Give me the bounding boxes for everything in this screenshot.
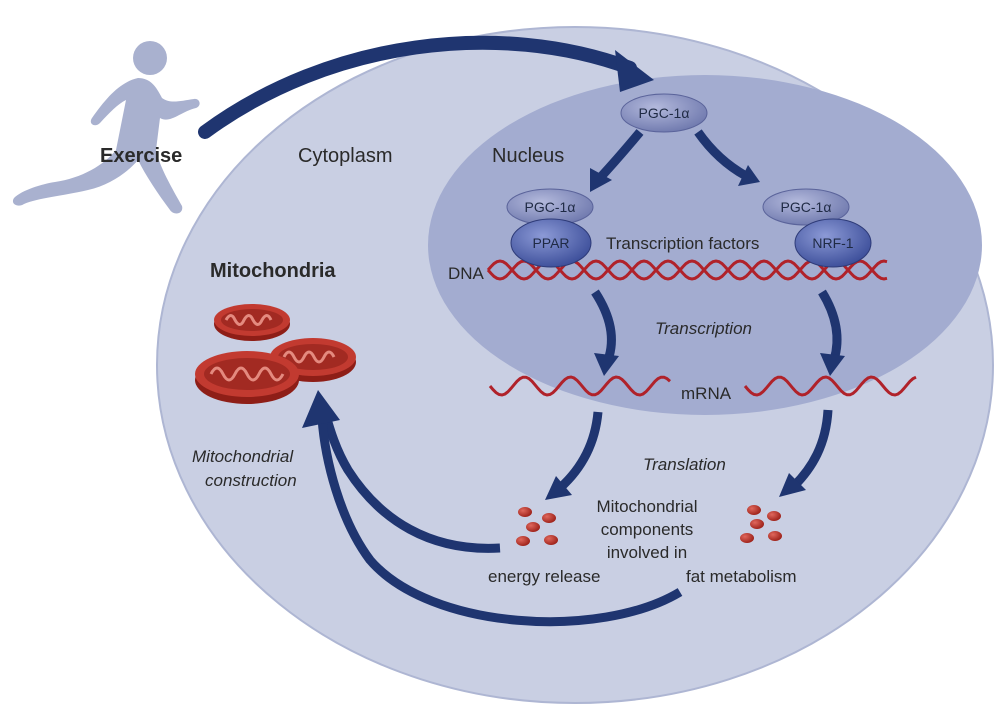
arrowhead-translation-left: [545, 476, 572, 500]
arrow-transcription-right: [818, 289, 842, 362]
arrowhead-pgc-left: [590, 168, 612, 192]
arrowhead-pgc-right: [738, 165, 760, 186]
label-ppar: PPAR: [532, 235, 569, 251]
nucleus-shape: [428, 75, 982, 415]
protein-pgc-top: PGC-1α: [620, 93, 708, 133]
label-dna: DNA: [448, 264, 485, 283]
components-left: [516, 507, 558, 546]
exercise-arrowhead: [615, 50, 654, 92]
label-transcription: Transcription: [655, 319, 752, 338]
mitochondria-icon: [195, 304, 356, 404]
label-components-3: involved in: [607, 543, 687, 562]
runner-icon: [12, 41, 200, 214]
protein-ppar: PPAR: [510, 218, 592, 268]
label-fat-metabolism: fat metabolism: [686, 567, 797, 586]
arrow-translation-left: [556, 411, 603, 492]
label-cytoplasm: Cytoplasm: [298, 145, 392, 167]
label-components-2: components: [601, 520, 694, 539]
label-pgc-left: PGC-1α: [525, 199, 576, 215]
label-nucleus: Nucleus: [492, 145, 564, 167]
label-mito-construction-1: Mitochondrial: [192, 447, 294, 466]
protein-nrf1: NRF-1: [794, 218, 872, 268]
arrow-translation-right: [790, 409, 833, 490]
exercise-arrow: [198, 35, 637, 139]
label-exercise: Exercise: [100, 145, 182, 167]
label-components-1: Mitochondrial: [596, 497, 697, 516]
arrow-energy-to-mito: [320, 410, 501, 553]
arrow-pgc-right: [694, 129, 749, 180]
label-mitochondria: Mitochondria: [210, 260, 336, 282]
arrowhead-transcription-left: [594, 353, 619, 376]
label-nrf1: NRF-1: [812, 235, 853, 251]
arrowhead-transcription-right: [820, 353, 845, 376]
protein-pgc-right: PGC-1α: [762, 188, 850, 226]
label-transcription-factors: Transcription factors: [606, 234, 759, 253]
arrow-fat-to-mito: [317, 417, 683, 627]
mrna-strands: [488, 375, 917, 397]
label-pgc-right: PGC-1α: [781, 199, 832, 215]
components-right: [740, 505, 782, 543]
label-mrna: mRNA: [681, 384, 732, 403]
arrowhead-translation-right: [779, 473, 806, 497]
protein-pgc-left: PGC-1α: [506, 188, 594, 226]
label-energy-release: energy release: [488, 567, 600, 586]
arrow-transcription-left: [591, 289, 617, 362]
label-mito-construction-2: construction: [205, 471, 297, 490]
arrowhead-to-mito: [302, 390, 340, 428]
label-pgc-top: PGC-1α: [639, 105, 690, 121]
label-translation: Translation: [643, 455, 726, 474]
